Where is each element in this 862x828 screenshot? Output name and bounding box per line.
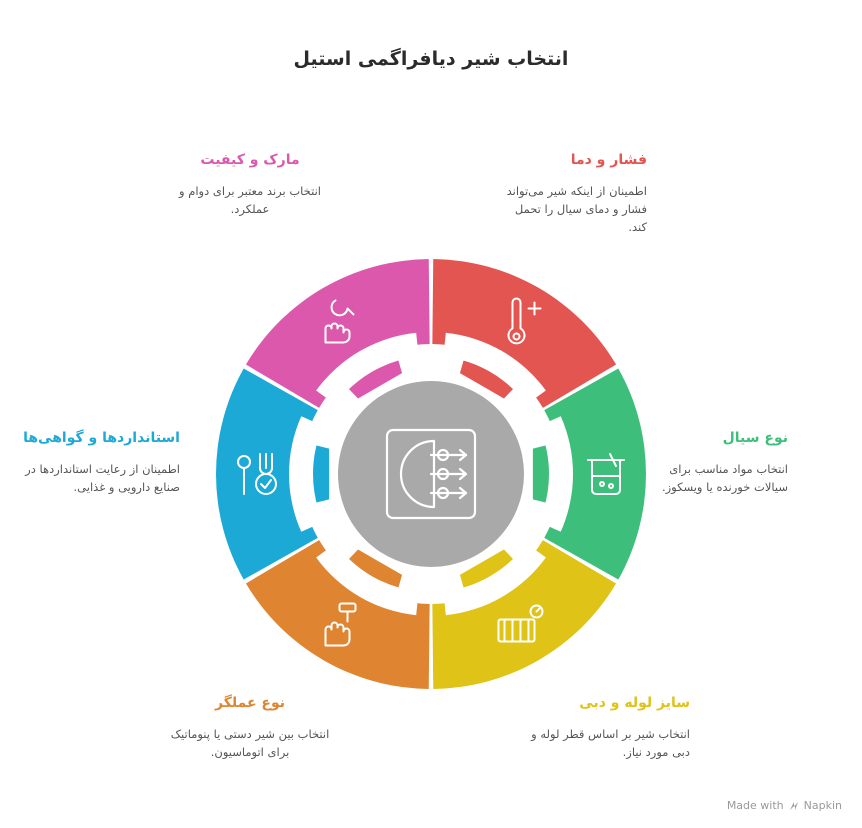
label-description: انتخاب مواد مناسب برای سیالات خورنده یا … [661, 462, 788, 494]
center-hub [338, 381, 524, 567]
segment-notch-brand [316, 332, 419, 405]
label-description: اطمینان از رعایت استانداردها در صنایع دا… [25, 462, 180, 494]
segment-brand [245, 259, 430, 408]
label-size: سایز لوله و دبی انتخاب شیر بر اساس قطر ل… [440, 695, 690, 761]
segment-notch-fluid [538, 416, 573, 532]
label-operation: نوع عملگر انتخاب بین شیر دستی یا پنوماتی… [125, 695, 375, 761]
label-title: فشار و دما [570, 152, 647, 168]
label-title: نوع سیال [722, 430, 788, 446]
certified-tools-icon [237, 453, 277, 495]
label-standards: استانداردها و گواهی‌ها اطمینان از رعایت … [0, 430, 180, 496]
page-title: انتخاب شیر دیافراگمی استیل [293, 48, 569, 70]
thermometer-icon [507, 297, 542, 345]
label-title: استانداردها و گواهی‌ها [23, 430, 180, 446]
segment-size [432, 540, 617, 689]
label-fluid: نوع سیال انتخاب مواد مناسب برای سیالات خ… [538, 430, 788, 496]
label-title: سایز لوله و دبی [579, 695, 690, 711]
gauge-pipe-icon [497, 604, 544, 643]
segment-operation [245, 540, 430, 689]
label-pressure: فشار و دما اطمینان از اینکه شیر می‌تواند… [397, 152, 647, 236]
label-brand: مارک و کیفیت انتخاب برند معتبر برای دوام… [125, 152, 375, 218]
beaker-icon [587, 453, 625, 495]
label-description: انتخاب بین شیر دستی یا پنوماتیک برای اتو… [170, 727, 330, 759]
label-description: انتخاب شیر بر اساس قطر لوله و دبی مورد ن… [531, 727, 690, 759]
segment-fluid [544, 368, 646, 580]
diaphragm-valve-icon [385, 428, 477, 520]
segment-notch-size [443, 543, 546, 616]
footer: Made with Napkin [727, 799, 842, 812]
wrench-hand-icon [324, 299, 355, 344]
napkin-logo-icon [789, 801, 798, 810]
label-description: انتخاب برند معتبر برای دوام و عملکرد. [179, 184, 321, 216]
footer-brand: Napkin [803, 799, 842, 812]
segment-notch-operation [316, 543, 419, 616]
segment-notch-pressure [443, 332, 546, 405]
label-title: نوع عملگر [215, 695, 285, 711]
segment-notch-standards [288, 416, 324, 532]
label-description: اطمینان از اینکه شیر می‌تواند فشار و دما… [506, 184, 647, 234]
hand-actuator-icon [324, 602, 357, 647]
label-title: مارک و کیفیت [200, 152, 300, 168]
footer-text: Made with [726, 799, 784, 812]
